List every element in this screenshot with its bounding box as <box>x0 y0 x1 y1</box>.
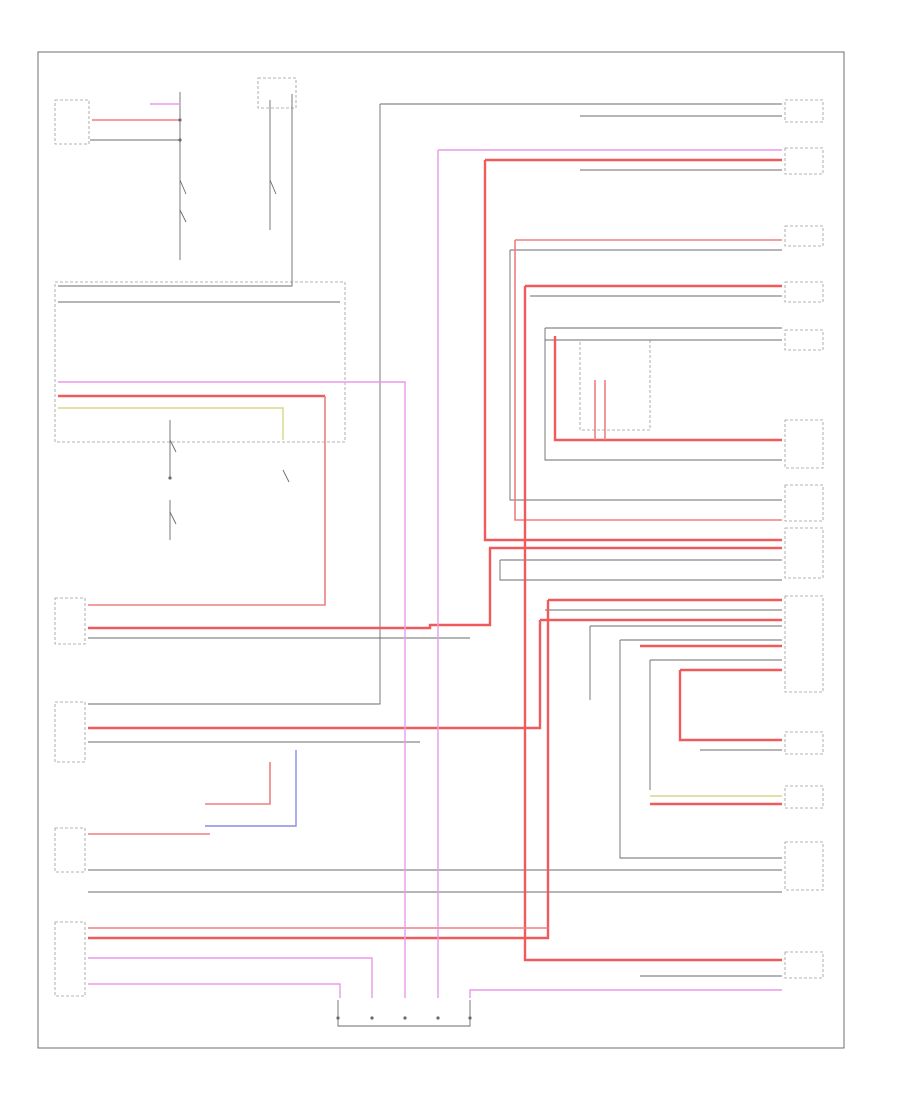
switch-symbol-4 <box>169 439 177 453</box>
component-box-right-9 <box>784 595 824 693</box>
wire-red-12 <box>88 396 326 606</box>
wire-pink-6 <box>88 983 341 998</box>
component-box-left-4 <box>54 921 86 997</box>
junction-dots <box>168 118 472 1020</box>
wire-grey-9 <box>88 104 381 705</box>
component-box-top-left <box>54 99 90 145</box>
switch-symbol-3 <box>269 179 277 195</box>
component-box-right-1 <box>784 99 824 123</box>
component-box-right-13 <box>784 951 824 979</box>
switch-symbol-5 <box>169 511 177 525</box>
component-box-inner <box>579 339 651 431</box>
wire-grey-24 <box>619 640 782 859</box>
junction-dot-6 <box>403 1016 407 1020</box>
switch-symbol-6 <box>282 469 290 483</box>
red-wires <box>58 119 782 962</box>
junction-dot-1 <box>178 118 182 122</box>
wire-red-20 <box>678 670 782 742</box>
signal-wires <box>58 407 782 827</box>
wire-grey-17 <box>509 250 782 501</box>
component-box-left-2 <box>54 701 86 763</box>
component-box-right-3 <box>784 225 824 247</box>
grey-wires <box>58 92 782 1027</box>
component-box-right-11 <box>784 785 824 809</box>
diagram-frame <box>37 51 845 1049</box>
junction-dot-4 <box>336 1016 340 1020</box>
wire-red-13 <box>88 546 782 630</box>
component-box-right-4 <box>784 281 824 303</box>
wire-red-17 <box>88 600 550 940</box>
junction-dot-8 <box>468 1016 472 1020</box>
component-box-right-10 <box>784 731 824 755</box>
wire-pink-5 <box>88 957 373 998</box>
component-box-left-3 <box>54 827 86 873</box>
junction-dot-5 <box>370 1016 374 1020</box>
component-box-mid-left <box>54 281 346 443</box>
wire-grey-3 <box>58 94 293 287</box>
switch-symbols <box>169 179 290 525</box>
component-box-top-switch <box>257 77 297 109</box>
wire-yellow-1 <box>58 407 284 440</box>
wire-grey-16 <box>544 328 782 461</box>
wire-red-8 <box>553 336 782 442</box>
wire-grey-19 <box>499 560 782 581</box>
component-box-right-12 <box>784 841 824 891</box>
component-box-right-6 <box>784 419 824 469</box>
junction-dot-7 <box>436 1016 440 1020</box>
component-box-right-7 <box>784 484 824 522</box>
wire-pink-4 <box>58 381 406 998</box>
pink-wires <box>58 103 782 998</box>
wire-blue-1 <box>205 750 297 827</box>
junction-dot-3 <box>168 476 172 480</box>
component-box-right-8 <box>784 527 824 579</box>
switch-symbol-2 <box>179 209 187 223</box>
wire-red-23 <box>205 762 271 805</box>
wire-red-3 <box>483 160 782 542</box>
component-box-left-1 <box>54 597 86 645</box>
component-boxes <box>54 77 824 997</box>
component-box-right-5 <box>784 329 824 351</box>
component-box-right-2 <box>784 147 824 175</box>
wire-grey-33 <box>337 1000 471 1027</box>
junction-dot-2 <box>178 138 182 142</box>
switch-symbol-1 <box>179 179 187 195</box>
wire-red-7 <box>523 286 782 962</box>
wire-pink-7 <box>469 989 782 998</box>
wire-red-5 <box>514 240 782 521</box>
wire-red-15 <box>88 620 542 730</box>
